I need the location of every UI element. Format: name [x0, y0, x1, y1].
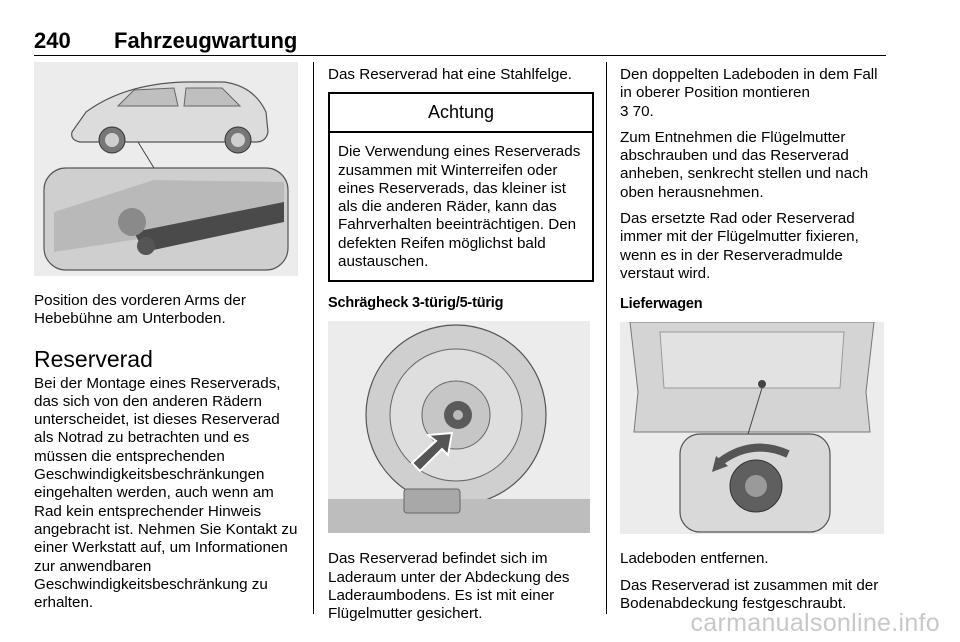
install-paragraph: Den doppelten Ladeboden in dem Fall in o…: [620, 66, 888, 121]
figure-caption: Position des vorderen Arms der Hebebühne…: [34, 292, 246, 328]
location-paragraph: Das Reserverad befindet sich im Laderaum…: [328, 550, 570, 623]
screwed-paragraph: Das Reserverad ist zusammen mit der Bode…: [620, 576, 879, 612]
column-1: Position des vorderen Arms der Hebebühne…: [34, 62, 298, 612]
page-title: Fahrzeugwartung: [114, 28, 298, 53]
page-reference: 3 70.: [620, 102, 654, 120]
van-floor-illustration: [620, 322, 884, 535]
header-rule: [34, 55, 886, 56]
hatchback-subheading: Schrägheck 3-türig/5-türig: [328, 295, 504, 312]
wing-nut-icon: [444, 401, 472, 430]
remove-paragraph: Zum Entnehmen die Flügelmutter abschraub…: [620, 128, 869, 201]
figure-lift-point: [34, 62, 298, 276]
column-divider-1: [313, 62, 314, 614]
watermark: carmanualsonline.info: [690, 609, 940, 637]
intro-text: Das Reserverad hat eine Stahlfelge.: [328, 66, 572, 83]
figure-van-spare: [620, 322, 884, 535]
spare-wheel-illustration: [328, 321, 590, 534]
column-2: Das Reserverad hat eine Stahlfelge. Acht…: [328, 62, 594, 624]
fix-paragraph: Das ersetzte Rad oder Reserverad immer m…: [620, 210, 859, 282]
warning-text: Die Verwendung eines Reserverads zusamme…: [338, 143, 581, 271]
section-heading: Reserverad: [34, 345, 153, 372]
column-3: Den doppelten Ladeboden in dem Fall in o…: [620, 62, 888, 613]
install-text: Den doppelten Ladeboden in dem Fall in o…: [620, 66, 878, 102]
column-divider-2: [606, 62, 607, 614]
warning-box: Achtung Die Verwendung eines Reserverads…: [328, 92, 594, 283]
lift-point-illustration: [34, 62, 298, 276]
figure-hatchback-spare: [328, 321, 590, 534]
spare-wheel-paragraph: Bei der Montage eines Reserverads, das s…: [34, 374, 298, 612]
remove-floor-paragraph: Ladeboden entfernen.: [620, 550, 769, 568]
page-header: 240 Fahrzeugwartung: [34, 20, 886, 56]
page-number: 240: [34, 28, 71, 53]
arrow-icon: [410, 432, 454, 473]
van-subheading: Lieferwagen: [620, 296, 703, 313]
wing-nut-icon: [712, 443, 790, 513]
warning-title: Achtung: [330, 94, 592, 134]
car-icon: [71, 81, 269, 154]
